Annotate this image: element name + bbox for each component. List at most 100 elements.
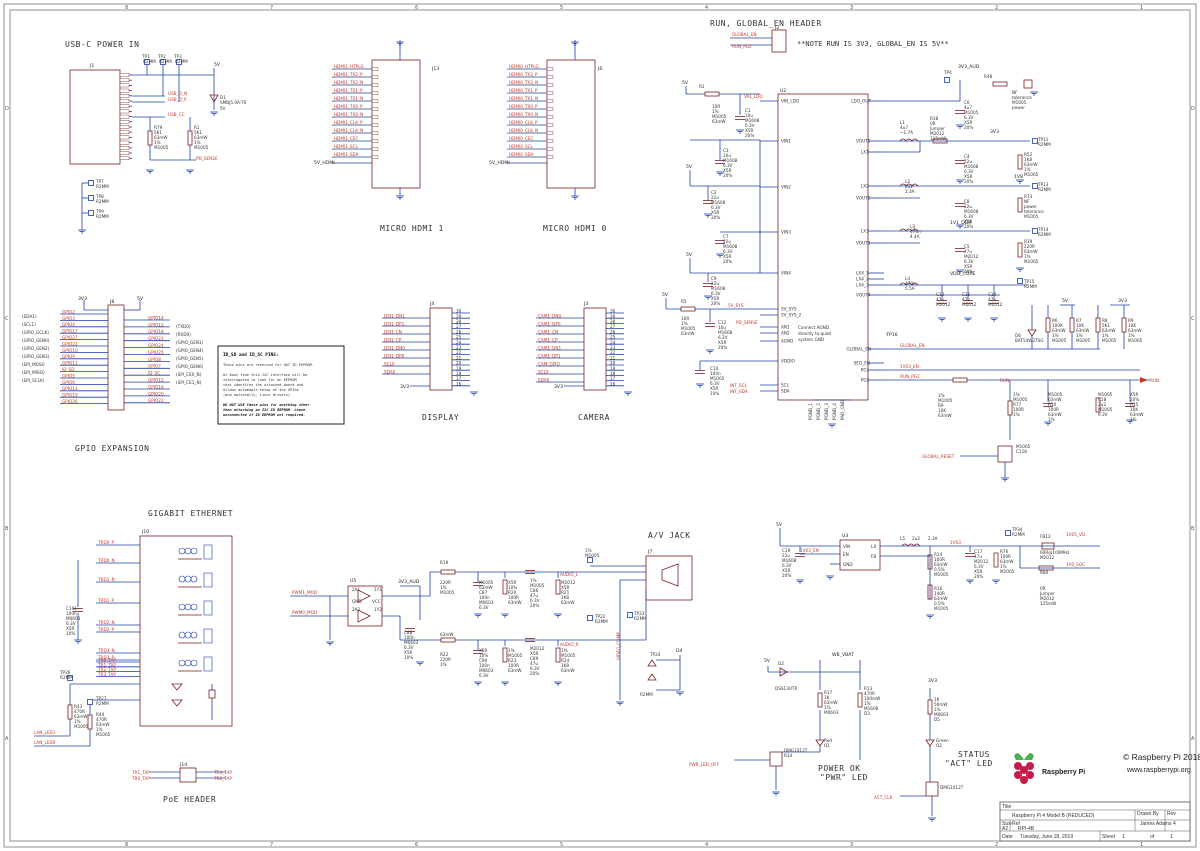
border-row-label: A <box>5 736 9 742</box>
reg-1v05-vli: 1V05_VLI <box>1066 532 1085 537</box>
id-note-line: These pins are reserved for HAT ID EEPRO… <box>223 363 314 367</box>
usb-pin <box>119 88 130 93</box>
c6-label: M1005 <box>964 110 979 115</box>
c10-label: X5R <box>710 386 719 391</box>
pmic-pin-right: PG2 <box>861 378 870 383</box>
usb-pin <box>119 151 130 155</box>
tp8-label: R2MM <box>96 199 109 204</box>
r79-label: 5K1 <box>154 130 162 135</box>
av-jack-j7 <box>645 555 693 601</box>
q2-mosfet-icon <box>925 781 939 797</box>
pmic-pin-left: VIN4 <box>781 271 791 276</box>
run-net-run-pg2: RUN_PG2 <box>732 44 752 49</box>
ffc-net: CAM1_DN1 <box>538 345 562 350</box>
tp15-label: R2MM <box>1024 284 1037 289</box>
test-point-icon <box>627 612 633 618</box>
test-point-icon <box>944 77 950 83</box>
tp8-label: TP8 <box>95 194 104 199</box>
r77-label: M1005 <box>938 398 953 403</box>
l1-label: L1 <box>900 120 905 125</box>
transformer-coil-icon <box>190 631 198 639</box>
r13-label: 470R <box>864 691 875 696</box>
ffc-pin-number: 18 <box>456 371 462 376</box>
pullup-label: 63mW <box>1076 328 1090 333</box>
c4-label: 6.3V <box>964 169 974 174</box>
transformer-coil-icon <box>184 659 192 667</box>
ethernet-nets: TRD0_PTRD0_NTRD1_NTRD1_PTRD2_NTRD2_PTRD3… <box>34 540 140 747</box>
resistor <box>1017 197 1023 213</box>
r39-label: 1% <box>1024 254 1031 259</box>
c101-label: 6.3V <box>66 621 76 626</box>
r5-value: M1005 <box>681 326 696 331</box>
choke-icon <box>203 628 213 644</box>
r17-label: R17 <box>824 690 833 695</box>
ffc-pin-number: 28 <box>456 319 462 324</box>
tvs-voltage: 5V <box>220 106 226 111</box>
ffc-net: CAM1_CP <box>538 337 558 342</box>
gpio-left-net: GPIO10 <box>62 348 78 353</box>
ethernet-block: J10 TRD0_PTRD0_NTRD1_NTRD1_PTRD2_NTRD2_P… <box>34 529 233 747</box>
poe-net: TR2_TAP <box>213 776 232 781</box>
gpio-left-net: GPIO4 <box>62 322 75 327</box>
r79-label: 1% <box>154 140 161 145</box>
ffc-pin-number: 30 <box>610 309 616 314</box>
filter-res-label: 1% <box>508 648 515 653</box>
hdmi-pin <box>546 139 554 143</box>
resistor <box>1095 317 1101 333</box>
gpio-right-net: ID_SC <box>148 371 160 376</box>
c7-label: 20% <box>723 259 732 264</box>
gpio-right-net: GPIO18 <box>148 329 164 334</box>
r14-label: M1005 <box>934 572 949 577</box>
gpio-alt-left: (GPIO_GEN2) <box>22 346 50 351</box>
copyright: © Raspberry Pi 2018 <box>1123 752 1200 762</box>
d4-diode-icon <box>647 659 657 667</box>
resistor <box>555 647 561 663</box>
eth-pair-net: TRD3_P <box>97 655 114 660</box>
l3-label: 4.4A <box>910 234 920 239</box>
r77-label: 10K <box>938 408 946 413</box>
camera-block: J3 CAM1_DN0CAM1_DP0CAM1_CNCAM1_CPCAM1_DN… <box>536 301 632 396</box>
pmic-3v3-net: 3V3 <box>990 129 999 135</box>
tp13-label: R2MM <box>1038 187 1051 192</box>
pullup-label: 1% <box>1102 333 1109 338</box>
u5-pin: 1Y1 <box>374 587 382 592</box>
resistor <box>440 569 456 575</box>
c6-label: 6.3V <box>964 115 974 120</box>
c101-label: M0603 <box>66 616 81 621</box>
l4-label: 5.5A <box>905 286 915 291</box>
filter-res-label: R20 <box>508 590 517 595</box>
transformer-coil-icon <box>184 631 192 639</box>
ffc-net: DSI1_DP0 <box>384 353 405 358</box>
r44-label: M1005 <box>96 732 111 737</box>
r48-value: NF <box>1012 90 1018 95</box>
ffc-net: CAM1_DP0 <box>538 321 561 326</box>
r39-label: 63mW <box>1024 249 1038 254</box>
c4-label: M1608 <box>964 164 979 169</box>
tp15-label: TP15 <box>1023 279 1035 284</box>
gpio-right-net: GPIO25 <box>148 350 164 355</box>
c-bulk-label: 47u <box>962 297 970 302</box>
gpio-left-net: GPIO19 <box>62 393 78 398</box>
pullup-label: R9 <box>1128 318 1134 323</box>
jack-icon <box>661 563 679 587</box>
c88-label: 100n <box>404 635 415 640</box>
r38-label: Jumper <box>929 126 945 131</box>
hdmi-pin <box>371 131 379 135</box>
usb-tp-label: TP3 <box>173 54 182 59</box>
pmic-1v8-net: 1V8 <box>1014 174 1023 180</box>
c12-label: C12 <box>718 320 727 325</box>
gpio-left-net: GPIO26 <box>62 399 78 404</box>
gpio-3v3: 3V3 <box>78 296 87 302</box>
test-point-icon <box>1032 183 1038 189</box>
pmic-vdd-core: VDD_CORE <box>950 271 976 277</box>
pmic-chip-u2 <box>777 93 869 401</box>
id-eeprom-note: ID_SD and ID_SC PINS: These pins are res… <box>217 345 345 425</box>
pullup-label: 1% <box>1052 333 1059 338</box>
r15-label: 6.3V <box>1098 412 1108 417</box>
section-title-av: A/V JACK <box>648 531 691 540</box>
ffc-pin-number: 21 <box>610 355 616 360</box>
pmic-pin-left: VDDIO <box>781 359 796 364</box>
pmic-1v03-en: 1V03_EN <box>900 364 919 369</box>
pmic-pin-right: LDO_OUT <box>851 99 871 104</box>
